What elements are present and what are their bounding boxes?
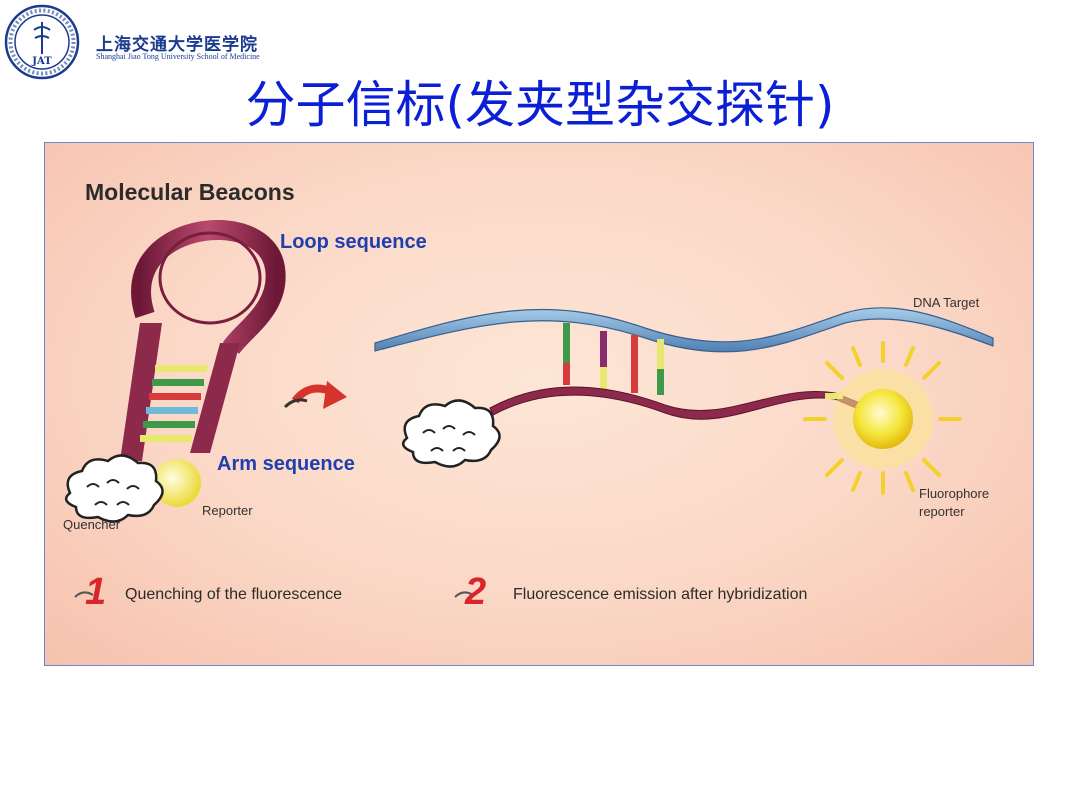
school-name-en: Shanghai Jiao Tong University School of … xyxy=(96,52,260,61)
step1-caption: Quenching of the fluorescence xyxy=(125,586,343,603)
quencher-label: Quencher xyxy=(63,517,121,532)
fluorophore-reporter-label: Fluorophore reporter xyxy=(919,486,990,519)
transition-arrow-icon xyxy=(283,381,347,409)
arm-sequence-label: Arm sequence xyxy=(217,453,355,475)
quencher-cloud-icon xyxy=(64,454,164,523)
slide-title: 分子信标(发夹型杂交探针) xyxy=(245,76,835,134)
fluorophore-sun-icon xyxy=(803,341,962,495)
stem-base-pairs xyxy=(140,365,207,442)
hairpin-beacon xyxy=(64,219,286,523)
loop-sequence-label: Loop sequence xyxy=(280,231,427,253)
figure-illustration xyxy=(64,219,994,598)
reporter-dye-icon xyxy=(153,459,201,507)
dna-target-strand xyxy=(374,307,994,353)
school-seal-icon: JAT xyxy=(4,4,80,80)
molecular-beacon-figure: Molecular Beacons Loop sequence Arm sequ… xyxy=(44,142,1034,666)
step1-number: 1 xyxy=(85,571,107,613)
step2-number: 2 xyxy=(465,571,487,613)
school-logo: JAT xyxy=(4,4,80,80)
step2-accent-icon xyxy=(454,591,474,598)
step1-accent-icon xyxy=(74,591,94,598)
hybridization-base-pairs xyxy=(563,323,664,395)
released-quencher-cloud-icon xyxy=(401,399,501,468)
dna-target-label: DNA Target xyxy=(913,295,980,310)
probe-strand xyxy=(489,386,866,420)
step2-caption: Fluorescence emission after hybridizatio… xyxy=(513,586,808,603)
logo-text: JAT xyxy=(31,56,52,67)
reporter-label: Reporter xyxy=(202,503,253,518)
school-name-cn: 上海交通大学医学院 xyxy=(96,35,258,55)
figure-title: Molecular Beacons xyxy=(85,179,295,205)
